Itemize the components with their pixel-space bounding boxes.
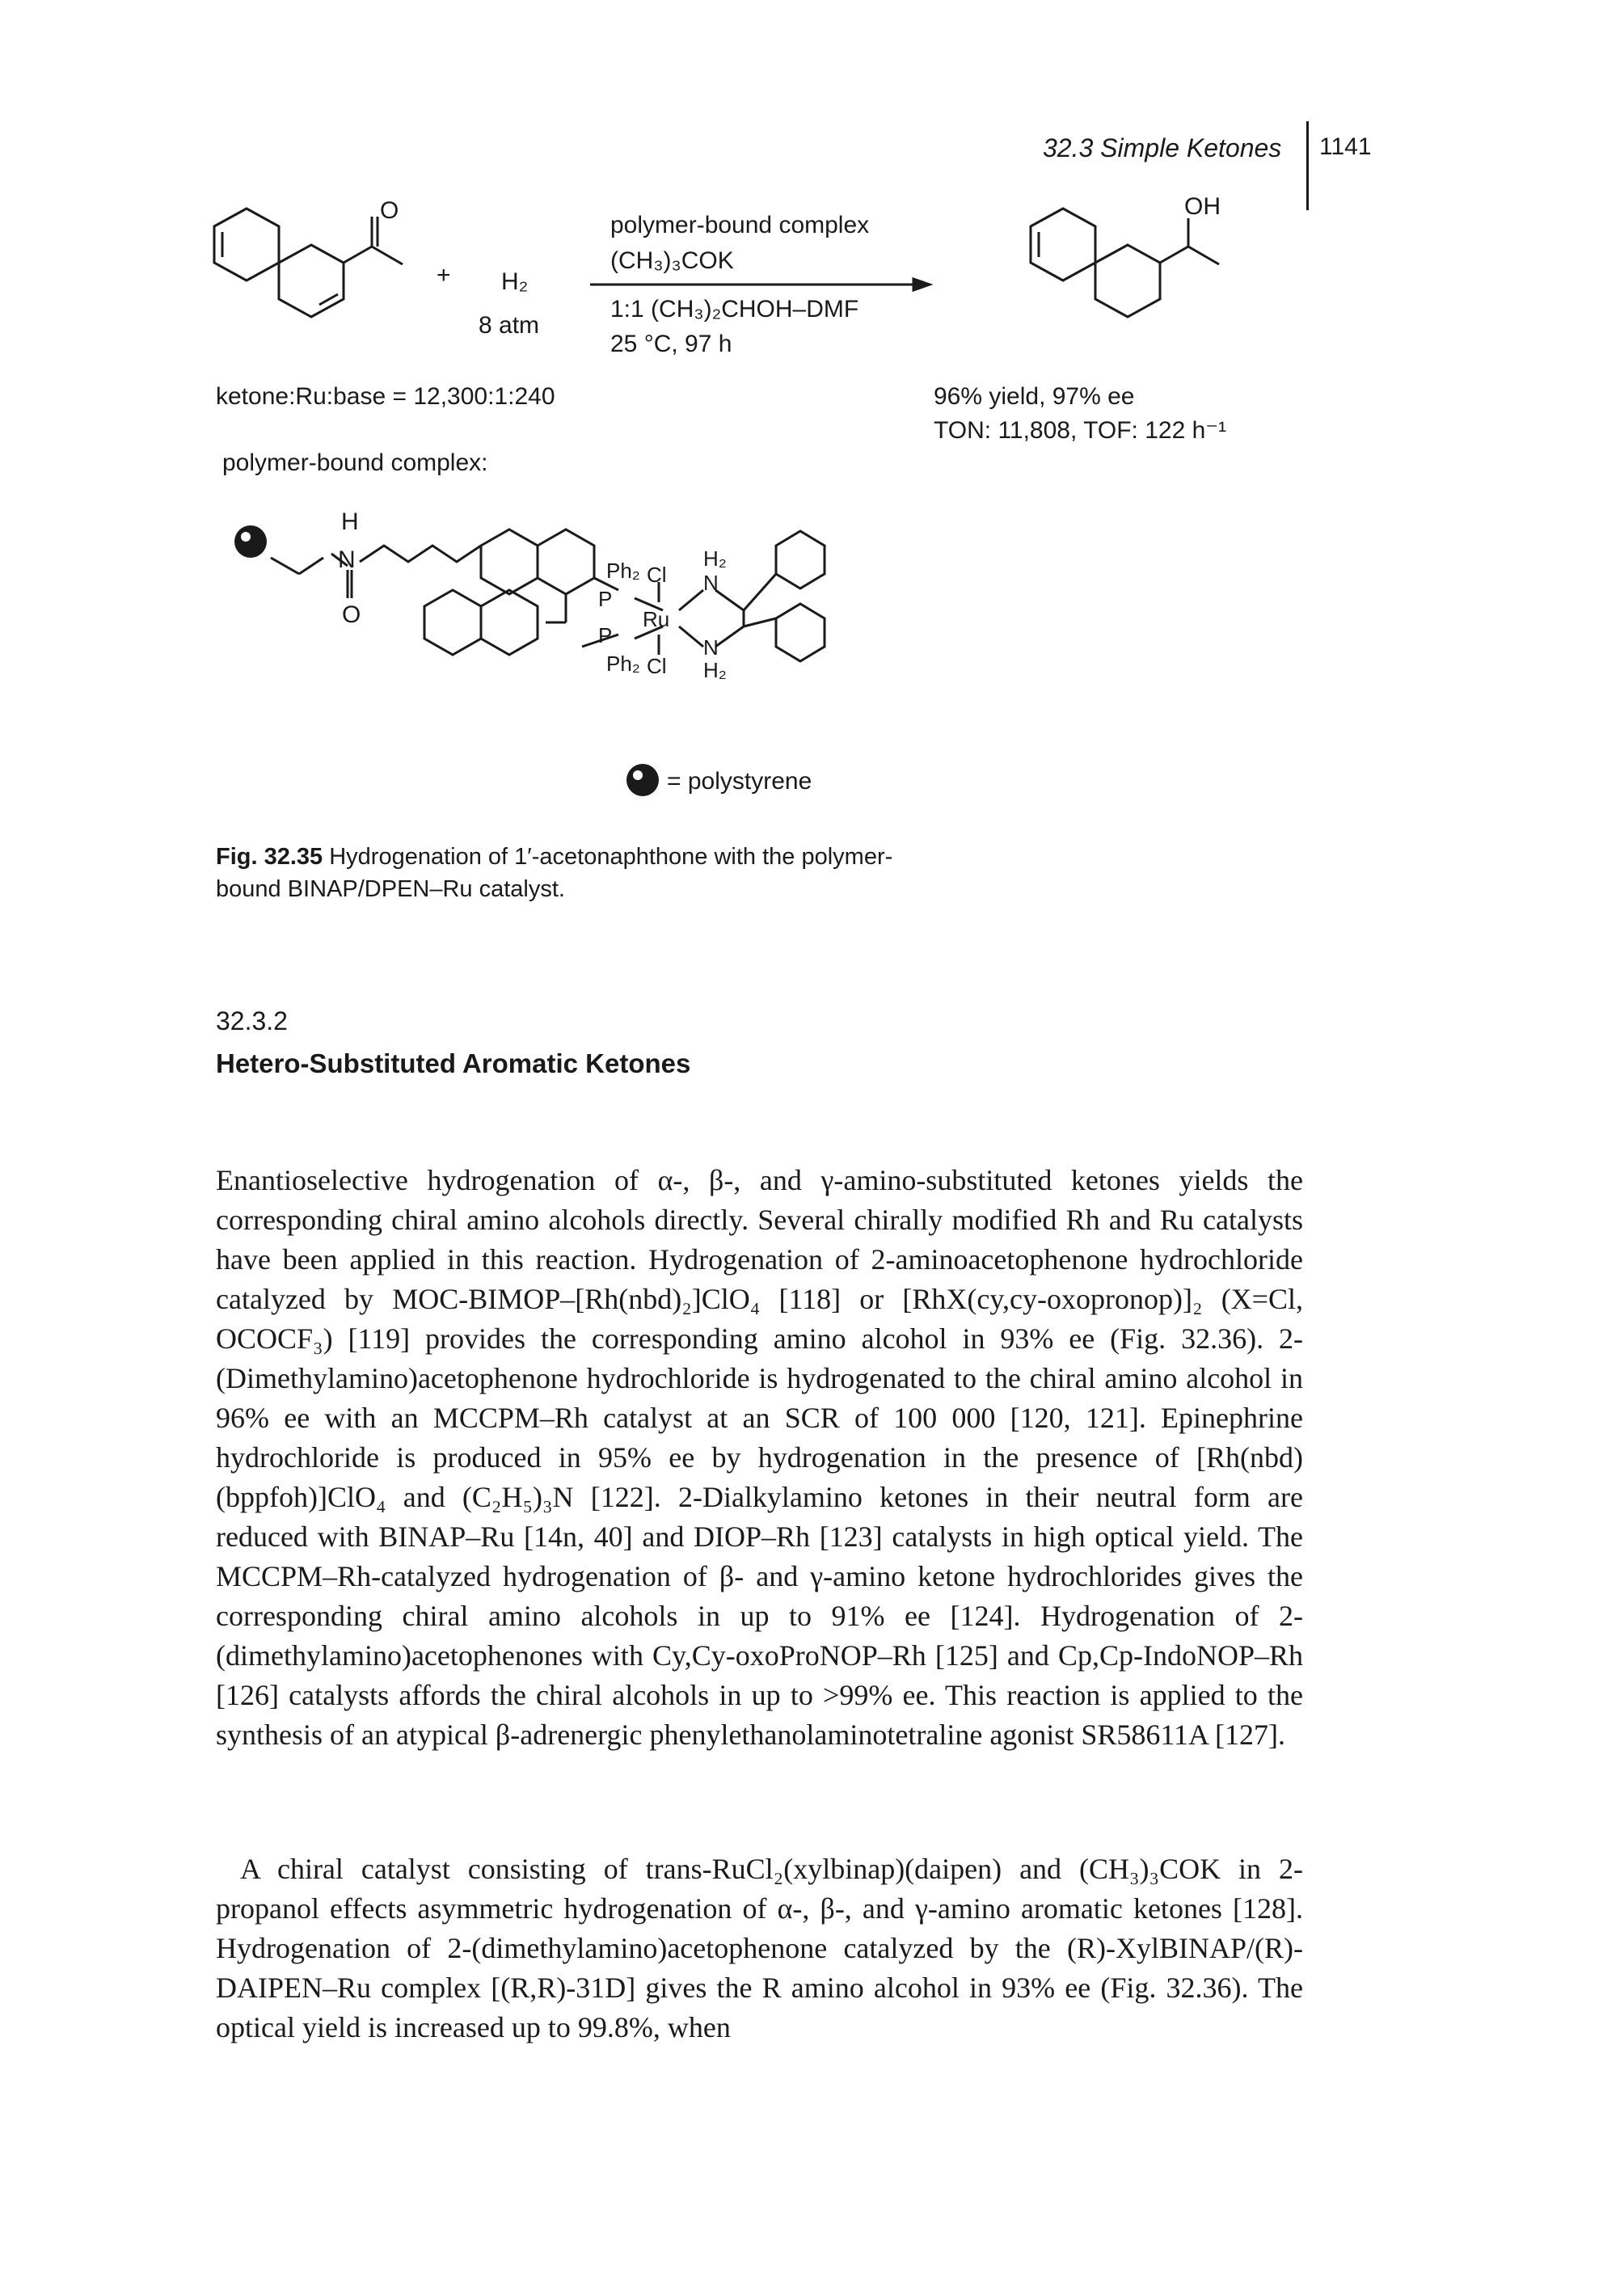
reaction-scheme: O OH N H O Ph₂ P P Ph₂ Ru Cl Cl N H₂ N H… xyxy=(213,193,1226,796)
ph2-upper-label: Ph₂ xyxy=(606,559,640,583)
ph2-lower-label: Ph₂ xyxy=(606,652,640,676)
amide-n-label: N xyxy=(338,546,356,573)
header-divider xyxy=(1306,121,1309,210)
nh2-lower-n-label: N xyxy=(703,635,719,660)
cl-upper-label: Cl xyxy=(647,563,667,587)
reagent-line-2: (CH₃)₃COK xyxy=(610,247,734,274)
polystyrene-legend-icon xyxy=(626,764,659,796)
hydrogen-label: H₂ xyxy=(501,268,528,295)
cl-lower-label: Cl xyxy=(647,654,667,678)
reagent-line-1: polymer-bound complex xyxy=(610,212,869,238)
nh2-upper-h-label: H₂ xyxy=(703,546,727,571)
pressure-label: 8 atm xyxy=(479,312,539,339)
section-title: Hetero-Substituted Aromatic Ketones xyxy=(216,1048,691,1078)
amide-h-label: H xyxy=(341,508,359,535)
yield-label: 96% yield, 97% ee xyxy=(934,383,1135,410)
ton-tof-label: TON: 11,808, TOF: 122 h⁻¹ xyxy=(934,417,1226,444)
conditions-line-1: 1:1 (CH₃)₂CHOH–DMF xyxy=(610,296,858,323)
p-lower-label: P xyxy=(598,623,612,647)
polystyrene-bead-icon xyxy=(234,525,267,558)
p-upper-label: P xyxy=(598,587,612,611)
plus-sign: + xyxy=(437,262,451,289)
ratio-label: ketone:Ru:base = 12,300:1:240 xyxy=(216,383,555,410)
figure-label: Fig. 32.35 xyxy=(216,844,323,870)
body-paragraph-1: Enantioselective hydrogenation of α-, β-… xyxy=(216,1164,1303,1751)
nh2-upper-n-label: N xyxy=(703,571,719,595)
figure-caption: Fig. 32.35 Hydrogenation of 1′-acetonaph… xyxy=(216,841,943,905)
section-number: 32.3.2 xyxy=(216,1006,288,1035)
carbonyl-oxygen-label: O xyxy=(380,197,399,224)
product-structure xyxy=(1029,207,1220,318)
figure-caption-text: Hydrogenation of 1′-acetonaphthone with … xyxy=(216,844,893,902)
nh2-lower-h-label: H₂ xyxy=(703,658,727,682)
acetonaphthone-structure xyxy=(213,207,403,318)
polymer-complex-structure xyxy=(270,528,826,663)
conditions-line-2: 25 °C, 97 h xyxy=(610,331,732,357)
hydroxyl-label: OH xyxy=(1184,193,1221,220)
polystyrene-legend-label: = polystyrene xyxy=(667,768,812,795)
running-header: 32.3 Simple Ketones xyxy=(1043,133,1282,162)
body-paragraph-2: A chiral catalyst consisting of trans-Ru… xyxy=(216,1853,1303,2043)
amide-o-label: O xyxy=(342,601,361,628)
complex-label: polymer-bound complex: xyxy=(222,449,488,476)
page-number: 1141 xyxy=(1319,133,1372,160)
ru-label: Ru xyxy=(643,607,669,631)
